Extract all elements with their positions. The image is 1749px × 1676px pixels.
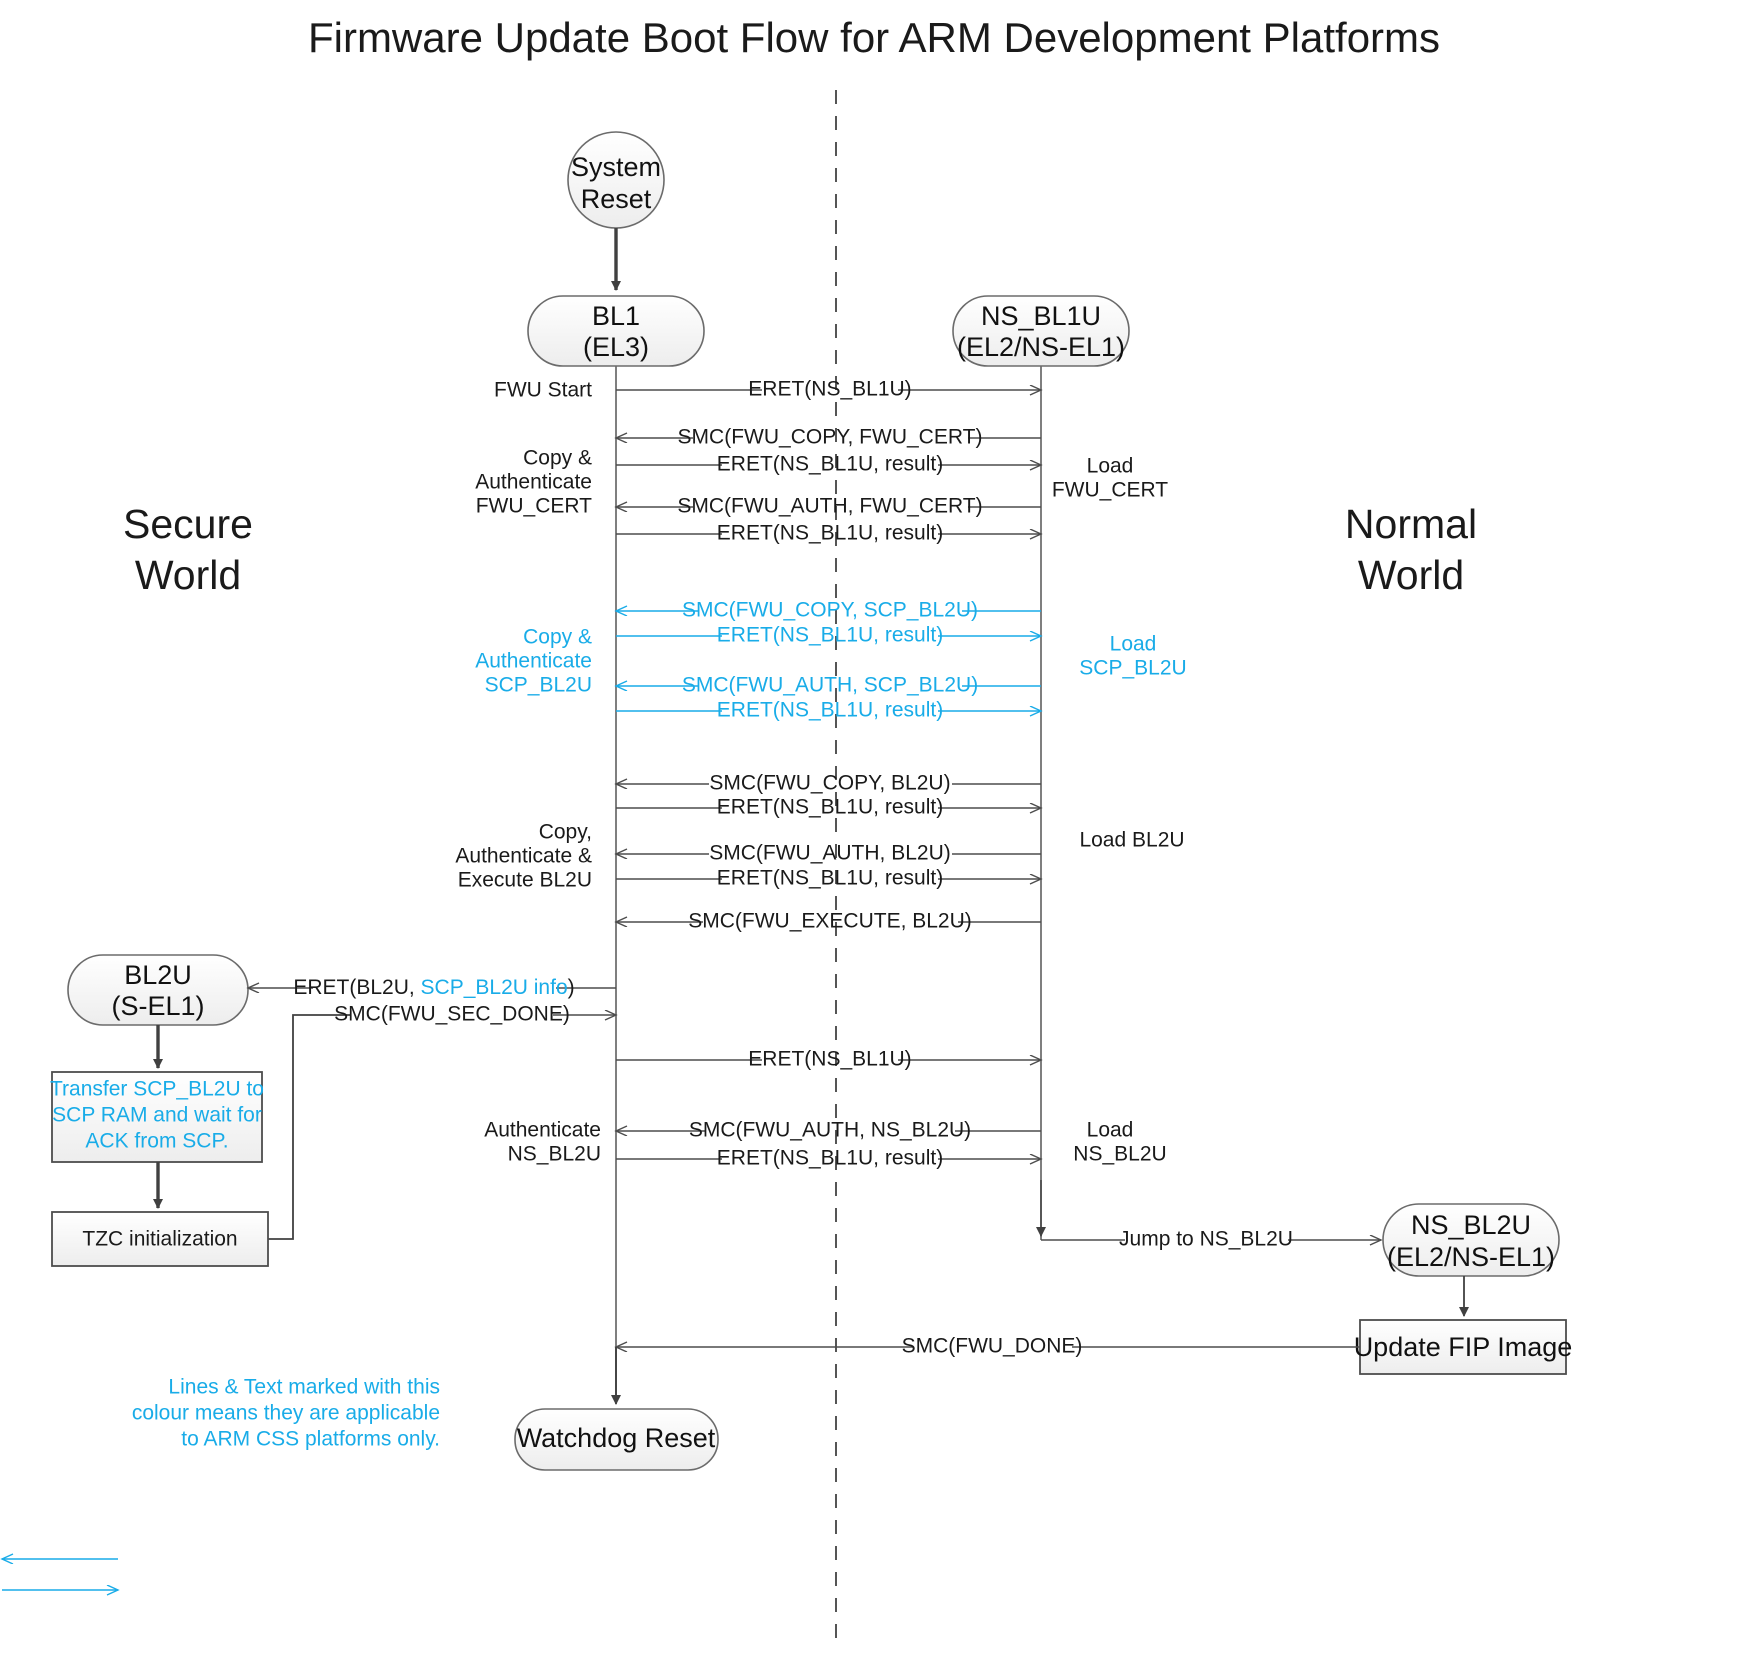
message-12-label: ERET(NS_BL1U, result)	[717, 867, 943, 890]
node-watchdog-reset-label: Watchdog Reset	[517, 1423, 716, 1453]
message-9-label: SMC(FWU_COPY, BL2U)	[709, 772, 950, 795]
node-bl1-label-line1: BL1	[592, 301, 640, 331]
smc-fwu-done-label: SMC(FWU_DONE)	[902, 1335, 1083, 1358]
box-tzc-label: TZC initialization	[82, 1228, 237, 1251]
message-8: ERET(NS_BL1U, result)	[616, 699, 1041, 722]
eret-bl2u-prefix: ERET(BL2U,	[293, 976, 420, 999]
eret-bl2u-suffix: )	[568, 976, 575, 999]
message-11: SMC(FWU_AUTH, BL2U)	[616, 842, 1041, 865]
normal-world-label-line2: World	[1358, 552, 1464, 598]
normal-label-1: FWU_CERT	[1052, 479, 1168, 502]
message-6-label: ERET(NS_BL1U, result)	[717, 624, 943, 647]
message-7: SMC(FWU_AUTH, SCP_BL2U)	[616, 674, 1041, 697]
message-4-label: ERET(NS_BL1U, result)	[717, 522, 943, 545]
smc-fwu-sec-done-path	[268, 1014, 350, 1240]
node-ns-bl1u-label-line1: NS_BL1U	[981, 301, 1101, 331]
node-ns-bl2u-label-line2: (EL2/NS-EL1)	[1387, 1242, 1555, 1272]
node-system-reset-label-line2: Reset	[581, 184, 652, 214]
message-5-label: SMC(FWU_COPY, SCP_BL2U)	[682, 599, 978, 622]
legend-line3: to ARM CSS platforms only.	[181, 1428, 440, 1451]
message-0: ERET(NS_BL1U)	[616, 378, 1041, 401]
node-bl1[interactable]	[527, 295, 705, 367]
node-bl2u-label-line2: (S-EL1)	[111, 991, 204, 1021]
node-ns-bl1u-label-line2: (EL2/NS-EL1)	[957, 332, 1125, 362]
secure-world-label-line2: World	[135, 552, 241, 598]
message-eret-bl2u: ERET(BL2U, SCP_BL2U info)	[248, 976, 616, 999]
message-3-label: SMC(FWU_AUTH, FWU_CERT)	[677, 495, 982, 518]
secure-world-label-line1: Secure	[123, 501, 253, 547]
message-10-label: ERET(NS_BL1U, result)	[717, 796, 943, 819]
secure-label-9: Execute BL2U	[458, 869, 592, 892]
box-transfer-line3: ACK from SCP.	[85, 1130, 228, 1153]
message-5: SMC(FWU_COPY, SCP_BL2U)	[616, 599, 1041, 622]
secure-label-6: SCP_BL2U	[485, 674, 592, 697]
message-4: ERET(NS_BL1U, result)	[616, 522, 1041, 545]
node-watchdog-reset[interactable]	[514, 1408, 719, 1471]
secure-label-0: FWU Start	[494, 379, 592, 402]
message-14-label: ERET(NS_BL1U)	[748, 1048, 911, 1071]
box-tzc-initialization[interactable]	[51, 1211, 269, 1267]
message-3: SMC(FWU_AUTH, FWU_CERT)	[616, 495, 1041, 518]
message-6: ERET(NS_BL1U, result)	[616, 624, 1041, 647]
secure-label-5: Authenticate	[475, 650, 592, 673]
node-system-reset-label-line1: System	[571, 152, 661, 182]
message-16: ERET(NS_BL1U, result)	[616, 1147, 1041, 1170]
message-8-label: ERET(NS_BL1U, result)	[717, 699, 943, 722]
secure-label-4: Copy &	[523, 626, 592, 649]
message-13-label: SMC(FWU_EXECUTE, BL2U)	[688, 910, 972, 933]
message-14: ERET(NS_BL1U)	[616, 1048, 1041, 1071]
secure-label-10: Authenticate	[484, 1119, 601, 1142]
box-transfer-line2: SCP RAM and wait for	[52, 1104, 262, 1127]
normal-label-3: SCP_BL2U	[1079, 657, 1186, 680]
message-16-label: ERET(NS_BL1U, result)	[717, 1147, 943, 1170]
normal-label-0: Load	[1087, 455, 1134, 478]
box-update-fip-label: Update FIP Image	[1354, 1332, 1573, 1362]
message-2: ERET(NS_BL1U, result)	[616, 453, 1041, 476]
message-2-label: ERET(NS_BL1U, result)	[717, 453, 943, 476]
secure-label-1: Copy &	[523, 447, 592, 470]
message-13: SMC(FWU_EXECUTE, BL2U)	[616, 910, 1041, 933]
normal-world-label-line1: Normal	[1345, 501, 1477, 547]
node-ns-bl2u[interactable]	[1382, 1203, 1560, 1277]
message-11-label: SMC(FWU_AUTH, BL2U)	[709, 842, 951, 865]
message-9: SMC(FWU_COPY, BL2U)	[616, 772, 1041, 795]
normal-label-6: NS_BL2U	[1073, 1143, 1166, 1166]
legend-line1: Lines & Text marked with this	[168, 1376, 440, 1399]
message-7-label: SMC(FWU_AUTH, SCP_BL2U)	[682, 674, 978, 697]
secure-label-3: FWU_CERT	[476, 495, 592, 518]
secure-label-8: Authenticate &	[455, 845, 592, 868]
message-15-label: SMC(FWU_AUTH, NS_BL2U)	[689, 1119, 971, 1142]
normal-label-4: Load BL2U	[1079, 829, 1184, 852]
normal-label-5: Load	[1087, 1119, 1134, 1142]
box-transfer-line1: Transfer SCP_BL2U to	[50, 1078, 264, 1101]
node-bl2u-label-line1: BL2U	[124, 960, 192, 990]
box-transfer-scp-bl2u[interactable]	[51, 1071, 263, 1163]
node-bl1-label-line2: (EL3)	[583, 332, 649, 362]
message-eret-bl2u-label: ERET(BL2U, SCP_BL2U info)	[293, 976, 574, 999]
node-ns-bl1u[interactable]	[952, 295, 1130, 367]
message-1-label: SMC(FWU_COPY, FWU_CERT)	[678, 426, 983, 449]
message-1: SMC(FWU_COPY, FWU_CERT)	[616, 426, 1041, 449]
normal-label-2: Load	[1110, 633, 1157, 656]
secure-label-2: Authenticate	[475, 471, 592, 494]
secure-label-7: Copy,	[539, 821, 592, 844]
jump-to-ns-bl2u-label: Jump to NS_BL2U	[1119, 1228, 1293, 1251]
smc-fwu-sec-done-label: SMC(FWU_SEC_DONE)	[334, 1003, 570, 1026]
message-10: ERET(NS_BL1U, result)	[616, 796, 1041, 819]
message-0-label: ERET(NS_BL1U)	[748, 378, 911, 401]
message-15: SMC(FWU_AUTH, NS_BL2U)	[616, 1119, 1041, 1142]
message-12: ERET(NS_BL1U, result)	[616, 867, 1041, 890]
box-update-fip-image[interactable]	[1359, 1319, 1567, 1375]
page-title: Firmware Update Boot Flow for ARM Develo…	[308, 14, 1440, 61]
secure-label-11: NS_BL2U	[508, 1143, 601, 1166]
legend-line2: colour means they are applicable	[132, 1402, 440, 1425]
node-ns-bl2u-label-line1: NS_BL2U	[1411, 1210, 1531, 1240]
eret-bl2u-cyan: SCP_BL2U info	[421, 976, 568, 999]
